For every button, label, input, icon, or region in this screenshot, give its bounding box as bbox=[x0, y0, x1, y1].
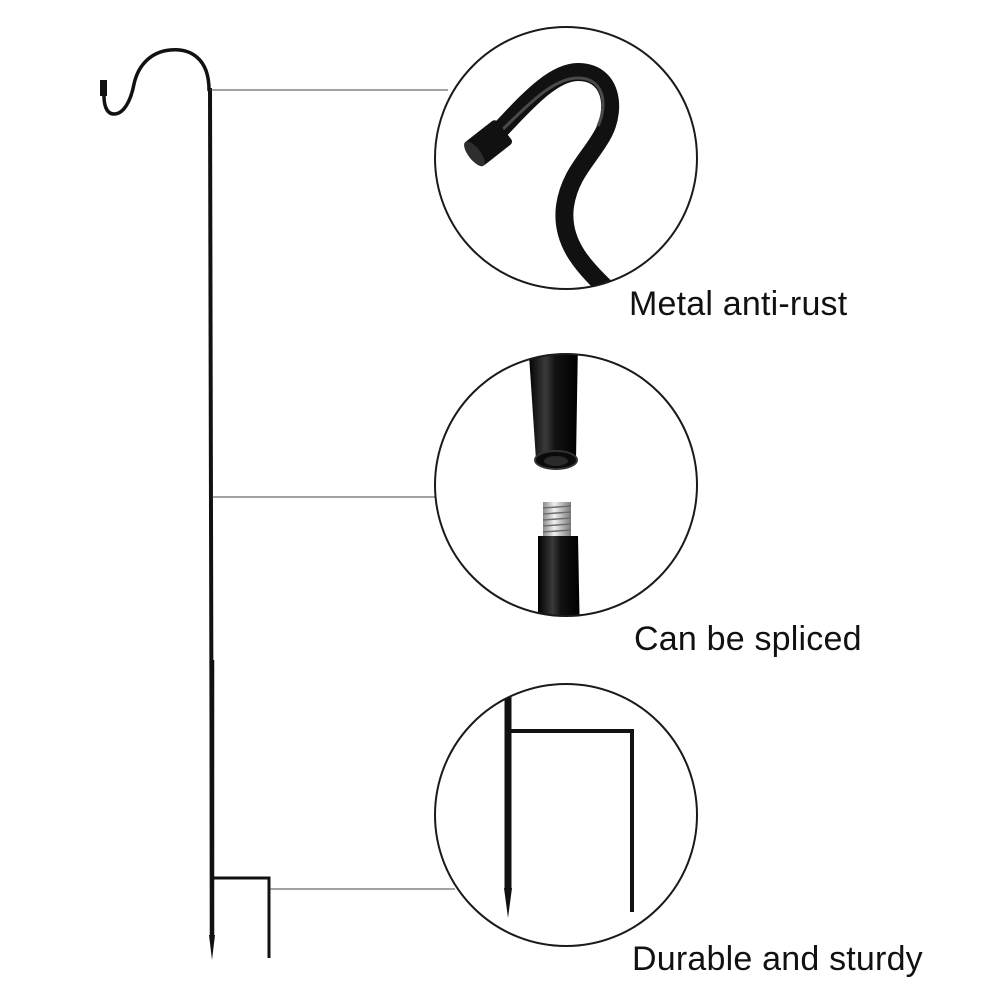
hook-top bbox=[102, 48, 211, 116]
hook-closeup-cap bbox=[464, 120, 512, 167]
lower-rod-segment bbox=[538, 536, 580, 616]
hook-end-cap bbox=[100, 80, 107, 96]
thread-lines bbox=[542, 505, 572, 533]
hook-closeup bbox=[488, 62, 620, 289]
detail-circle-foot bbox=[434, 683, 698, 947]
caption-anti-rust: Metal anti-rust bbox=[629, 285, 848, 323]
upper-rod-segment bbox=[528, 354, 578, 460]
shepherd-hook-stake bbox=[100, 48, 271, 960]
callout-lines bbox=[210, 89, 455, 890]
stake-foot bbox=[212, 876, 271, 958]
foot-closeup-bracket bbox=[510, 729, 634, 912]
stake-point bbox=[209, 935, 215, 960]
detail-circle-hook bbox=[434, 26, 698, 290]
caption-durable: Durable and sturdy bbox=[632, 940, 923, 978]
detail-circle-splice bbox=[434, 353, 698, 617]
caption-spliced: Can be spliced bbox=[634, 620, 862, 658]
